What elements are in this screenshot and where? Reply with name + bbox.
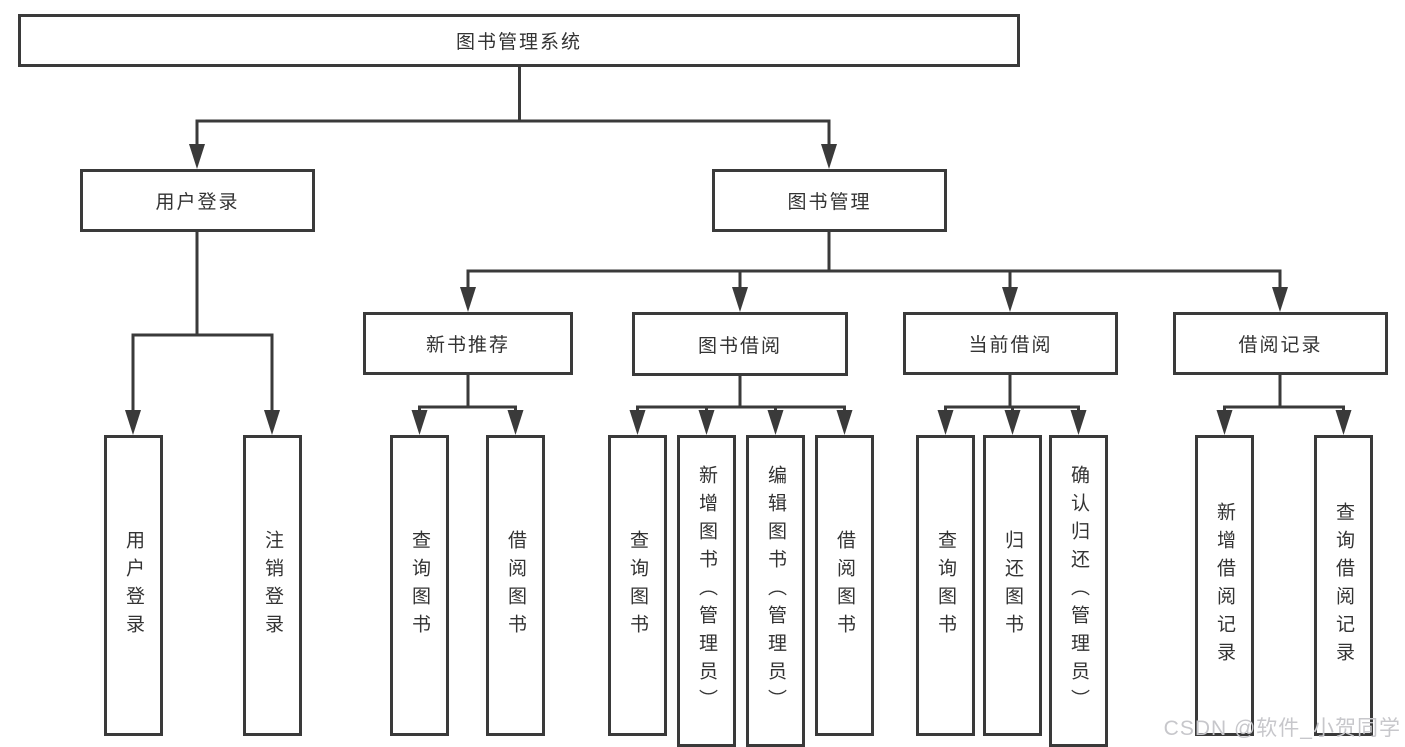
leaf-br-query-record: 查询借阅记录 (1314, 435, 1373, 736)
connector-root-to-level2 (189, 66, 837, 169)
leaf-bb-borrow-book: 借阅图书 (815, 435, 874, 736)
node-book-borrow: 图书借阅 (632, 312, 848, 376)
connector-borrowrecord-to-leaves (1216, 374, 1352, 435)
connector-userlogin-to-leaves (125, 231, 280, 435)
leaf-br-add-record: 新增借阅记录 (1195, 435, 1254, 736)
leaf-br-add-record-label: 新增借阅记录 (1214, 501, 1235, 670)
node-user-login: 用户登录 (80, 169, 315, 232)
leaf-bb-query-book: 查询图书 (608, 435, 667, 736)
node-new-book-recommend: 新书推荐 (363, 312, 573, 375)
csdn-watermark: CSDN @软件_小贺同学 (1163, 717, 1401, 740)
node-book-management: 图书管理 (712, 169, 947, 232)
connector-newbookrec-to-leaves (411, 374, 524, 435)
leaf-bb-edit-book-label: 编辑图书（管理员） (765, 465, 786, 717)
leaf-bb-query-book-label: 查询图书 (627, 529, 648, 642)
node-root: 图书管理系统 (18, 14, 1020, 67)
leaf-bb-borrow-book-label: 借阅图书 (834, 529, 855, 642)
leaf-cb-query-book-label: 查询图书 (935, 529, 956, 642)
connector-bookborrow-to-leaves (629, 376, 853, 435)
leaf-logout: 注销登录 (243, 435, 302, 736)
leaf-cb-confirm-return: 确认归还（管理员） (1049, 435, 1108, 747)
connector-bookmgmt-to-level3 (460, 231, 1288, 312)
leaf-br-query-record-label: 查询借阅记录 (1333, 501, 1354, 670)
leaf-cb-query-book: 查询图书 (916, 435, 975, 736)
leaf-rec-borrow-book: 借阅图书 (486, 435, 545, 736)
leaf-cb-confirm-return-label: 确认归还（管理员） (1068, 465, 1089, 717)
leaf-cb-return-book: 归还图书 (983, 435, 1042, 736)
leaf-rec-query-book-label: 查询图书 (409, 529, 430, 642)
connector-currentborrow-to-leaves (937, 374, 1087, 435)
leaf-cb-return-book-label: 归还图书 (1002, 529, 1023, 642)
node-borrow-record: 借阅记录 (1173, 312, 1388, 375)
leaf-rec-borrow-book-label: 借阅图书 (505, 529, 526, 642)
leaf-bb-add-book-label: 新增图书（管理员） (696, 465, 717, 717)
leaf-bb-edit-book: 编辑图书（管理员） (746, 435, 805, 747)
leaf-rec-query-book: 查询图书 (390, 435, 449, 736)
leaf-bb-add-book: 新增图书（管理员） (677, 435, 736, 747)
leaf-user-login: 用户登录 (104, 435, 163, 736)
leaf-user-login-label: 用户登录 (123, 529, 144, 642)
leaf-logout-label: 注销登录 (262, 529, 283, 642)
node-current-borrow: 当前借阅 (903, 312, 1118, 375)
